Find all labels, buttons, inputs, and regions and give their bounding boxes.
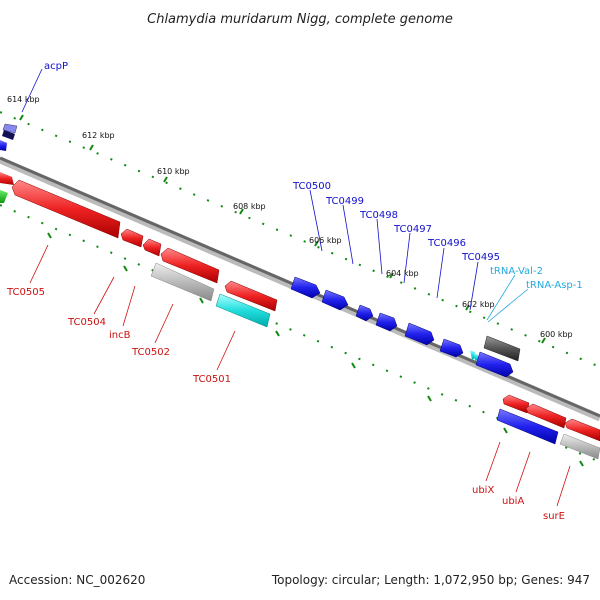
- inner-tick: [47, 232, 52, 239]
- label-TC0497[interactable]: TC0497: [393, 224, 432, 235]
- scale-label: 614 kbp: [7, 95, 40, 104]
- label-TC0505[interactable]: TC0505: [6, 287, 45, 298]
- scale-dots: [0, 111, 600, 368]
- leader-TC0496: [436, 247, 445, 299]
- leader-TC0497: [403, 232, 411, 284]
- gene-arrow-acpP-dark[interactable]: [2, 130, 15, 140]
- gene-arrow-left[interactable]: [0, 140, 7, 151]
- scale-tick: [314, 240, 319, 247]
- label-TC0496[interactable]: TC0496: [427, 238, 466, 249]
- leader-tRNA-Asp-1: [487, 288, 529, 323]
- gene-arrow-TC0498[interactable]: [355, 304, 374, 322]
- inner-ring: [0, 204, 600, 467]
- leader-ubiX: [485, 441, 501, 482]
- gene-arrow-left-red[interactable]: [0, 172, 14, 185]
- scale-label: 602 kbp: [462, 300, 495, 309]
- gene-arrow-blue-lower[interactable]: [496, 408, 559, 445]
- leader-TC0505: [29, 244, 49, 284]
- scale-tick: [19, 114, 24, 121]
- label-TC0502[interactable]: TC0502: [131, 347, 170, 358]
- leader-TC0500: [309, 189, 323, 252]
- inner-tick: [351, 362, 356, 369]
- leader-TC0504: [93, 276, 115, 315]
- scale-tick: [389, 272, 394, 279]
- inner-tick: [579, 460, 584, 467]
- leader-TC0502: [154, 303, 174, 344]
- gene-arrow-ubiX[interactable]: [502, 394, 530, 414]
- scale-label: 608 kbp: [233, 202, 266, 211]
- gene-arrow-TC0497[interactable]: [375, 312, 398, 332]
- scale-ring: [0, 111, 600, 368]
- inner-tick: [503, 427, 508, 434]
- scale-tick: [89, 144, 94, 151]
- leader-TC0495: [469, 261, 479, 311]
- gene-arrow-TC0504[interactable]: [120, 228, 144, 248]
- gene-arrow-incB[interactable]: [142, 238, 162, 257]
- gene-arrow-gray-1[interactable]: [150, 262, 215, 302]
- scale-label: 612 kbp: [82, 131, 115, 140]
- leader-surE: [556, 465, 571, 507]
- gene-arrow-TC0505[interactable]: [11, 179, 121, 239]
- label-TC0500[interactable]: TC0500: [292, 181, 331, 192]
- inner-tick: [427, 395, 432, 402]
- gene-arrow-left-green[interactable]: [0, 190, 8, 203]
- scale-label: 610 kbp: [157, 167, 190, 176]
- label-TC0501[interactable]: TC0501: [192, 374, 231, 385]
- gene-arrow-TC0496[interactable]: [404, 322, 435, 346]
- leader-acpP: [21, 68, 43, 113]
- scale-tick: [465, 304, 470, 311]
- label-TC0495[interactable]: TC0495: [461, 252, 500, 263]
- gene-arrow-gray-2[interactable]: [559, 433, 600, 460]
- gene-arrow-TC0502[interactable]: [160, 247, 220, 284]
- label-tRNA-Val-2[interactable]: tRNA-Val-2: [490, 266, 543, 277]
- label-acpP[interactable]: acpP: [44, 61, 68, 72]
- gene-arrow-TC0499[interactable]: [321, 289, 349, 311]
- label-ubiX[interactable]: ubiX: [472, 485, 494, 496]
- gene-arrow-ubiA[interactable]: [525, 403, 567, 429]
- label-tRNA-Asp-1[interactable]: tRNA-Asp-1: [526, 280, 583, 291]
- label-TC0498[interactable]: TC0498: [359, 210, 398, 221]
- genome-title: Chlamydia muridarum Nigg, complete genom…: [147, 12, 453, 27]
- scale-label: 606 kbp: [309, 236, 342, 245]
- leader-ubiA: [515, 451, 531, 493]
- plus-strand-features: [0, 123, 521, 378]
- inner-tick: [123, 265, 128, 272]
- gene-labels: acpP TC0500 TC0499 TC0498 TC0497 TC0496 …: [6, 61, 583, 522]
- accession-text: Accession: NC_002620: [9, 573, 146, 587]
- leader-TC0501: [216, 330, 236, 371]
- scale-label: 604 kbp: [386, 269, 419, 278]
- scale-tick: [239, 208, 244, 215]
- scale-tick: [163, 176, 168, 183]
- leader-incB: [122, 285, 136, 327]
- scale-tick: [541, 337, 546, 344]
- label-surE[interactable]: surE: [543, 511, 565, 522]
- gene-arrow-TC0495[interactable]: [439, 338, 464, 358]
- inner-tick: [199, 297, 204, 304]
- gene-arrow-dark[interactable]: [483, 335, 521, 362]
- leader-TC0499: [342, 204, 354, 265]
- label-leaders: [21, 68, 571, 507]
- label-TC0504[interactable]: TC0504: [67, 317, 106, 328]
- gene-arrow-surE[interactable]: [564, 418, 600, 442]
- leader-tRNA-Val-2: [486, 274, 516, 321]
- genome-summary-text: Topology: circular; Length: 1,072,950 bp…: [271, 573, 590, 587]
- scale-label: 600 kbp: [540, 330, 573, 339]
- label-incB[interactable]: incB: [109, 330, 131, 341]
- gene-arrow-cyan[interactable]: [215, 293, 271, 328]
- gene-arrow-acpP[interactable]: [2, 123, 18, 134]
- leader-TC0498: [376, 218, 383, 275]
- inner-tick: [275, 330, 280, 337]
- label-ubiA[interactable]: ubiA: [502, 496, 524, 507]
- label-TC0499[interactable]: TC0499: [325, 196, 364, 207]
- minus-strand-features: [0, 172, 600, 460]
- gene-arrow-TC0501[interactable]: [224, 280, 278, 312]
- gene-arrow-blue-last[interactable]: [475, 351, 514, 378]
- gene-arrow-TC0500[interactable]: [290, 276, 321, 299]
